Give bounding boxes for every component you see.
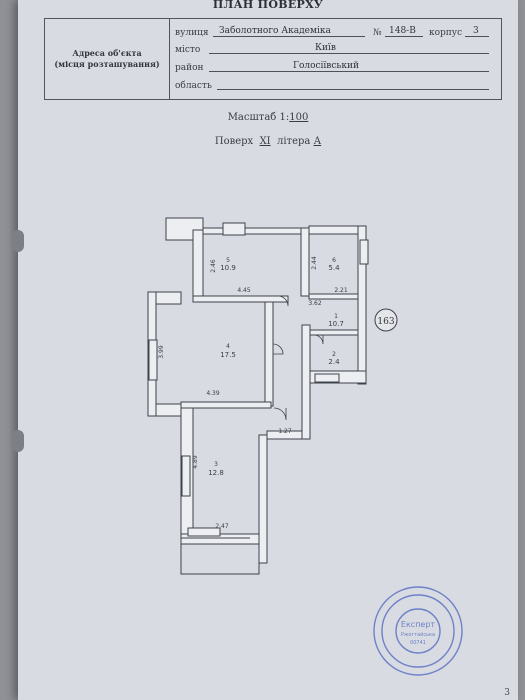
- window: [222, 222, 246, 236]
- address-label: Адреса об'єкта (місця розташування): [45, 19, 170, 99]
- dimension: 3.99: [158, 345, 165, 359]
- wall: [155, 403, 183, 417]
- stamp-inner-ring: [395, 608, 441, 654]
- room-3-area: 12.8: [208, 469, 224, 477]
- street-value: Заболотного Академіка: [219, 26, 331, 36]
- district-value: Голосіївський: [293, 61, 359, 71]
- wall: [357, 225, 367, 385]
- floor-line: Поверх XI літера А: [18, 136, 518, 147]
- region-label: область: [175, 81, 212, 91]
- wall: [308, 225, 365, 235]
- address-label-line2: (місця розташування): [54, 59, 160, 69]
- scale-line: Масштаб 1:100: [18, 112, 518, 123]
- stamp-number: 00741: [410, 640, 426, 646]
- letter-label: літера: [277, 136, 311, 147]
- dimension: 4.89: [192, 455, 199, 469]
- room-4-number: 4: [226, 343, 230, 350]
- apartment-number: 163: [377, 317, 394, 327]
- window: [187, 527, 221, 537]
- room-1-area: 10.7: [328, 320, 344, 328]
- door-swing: [277, 295, 289, 307]
- room-2-area: 2.4: [328, 358, 340, 366]
- floor-plan: 163 5 10.9 6 5.4 1 10.7 4 17.5 2 2.4 3 1…: [147, 217, 398, 575]
- floor-value: XI: [259, 136, 271, 147]
- wall: [180, 401, 272, 409]
- wall: [300, 227, 310, 297]
- binder-hole: [12, 230, 24, 252]
- floor-label: Поверх: [214, 136, 254, 147]
- number-label: №: [373, 28, 382, 38]
- door-swing: [272, 343, 284, 355]
- region-row: область: [175, 76, 495, 92]
- stamp-small-text: Ржогтайська: [401, 631, 435, 638]
- dimension: 1.27: [278, 428, 292, 435]
- wall: [308, 293, 359, 300]
- wall: [309, 329, 359, 336]
- dimension: 3.62: [308, 300, 322, 307]
- room-5-area: 10.9: [220, 264, 236, 272]
- window: [181, 455, 191, 497]
- apartment-number-circle: [374, 308, 398, 332]
- street-label: вулиця: [175, 28, 209, 38]
- wall: [264, 295, 274, 407]
- room-4-area: 17.5: [220, 351, 236, 359]
- address-table: Адреса об'єкта (місця розташування) вули…: [44, 18, 502, 100]
- address-label-line1: Адреса об'єкта: [72, 48, 142, 58]
- wall: [192, 295, 289, 303]
- number-value: 148-В: [389, 26, 416, 36]
- expert-stamp: Експерт Ржогтайська 00741: [373, 586, 463, 676]
- room-1-number: 1: [334, 313, 338, 320]
- wall: [258, 434, 268, 564]
- window: [359, 239, 369, 265]
- dimension: 2.44: [311, 256, 318, 270]
- street-row: вулиця Заболотного Академіка № 148-В кор…: [175, 23, 495, 39]
- letter-value: А: [313, 136, 322, 147]
- district-label: район: [175, 63, 204, 73]
- window: [148, 339, 158, 381]
- stamp-outer-ring: [373, 586, 463, 676]
- building-label: корпус: [429, 28, 463, 38]
- building-value: 3: [473, 26, 479, 36]
- wall: [301, 324, 311, 440]
- dimension: 2.21: [334, 287, 348, 294]
- room-6-number: 6: [332, 257, 336, 264]
- dimension: 4.39: [206, 390, 220, 397]
- plan-sheet: ПЛАН ПОВЕРХУ Адреса об'єкта (місця розта…: [12, 0, 518, 700]
- room-6-area: 5.4: [328, 264, 340, 272]
- document-title: ПЛАН ПОВЕРХУ: [212, 0, 324, 11]
- door-swing: [273, 407, 287, 421]
- dimension: 2.47: [215, 523, 229, 530]
- city-label: місто: [175, 45, 201, 55]
- room-5-number: 5: [226, 257, 230, 264]
- binder-hole: [12, 430, 24, 452]
- dimension: 4.45: [237, 287, 251, 294]
- balcony-outline: [180, 542, 260, 575]
- scale-value: 100: [289, 112, 309, 123]
- city-row: місто Київ: [175, 40, 495, 56]
- room-2-number: 2: [332, 351, 336, 358]
- district-row: район Голосіївський: [175, 58, 495, 74]
- city-value: Київ: [315, 43, 336, 53]
- page-number: 3: [504, 688, 510, 698]
- door-swing: [313, 334, 324, 345]
- window: [314, 373, 340, 383]
- scale-label: Масштаб 1:: [227, 112, 290, 123]
- room-3-number: 3: [214, 461, 218, 468]
- stamp-middle-ring: [381, 594, 455, 668]
- dimension: 2.46: [210, 259, 217, 273]
- wall: [192, 229, 204, 299]
- stamp-center-text: Експерт: [401, 620, 436, 629]
